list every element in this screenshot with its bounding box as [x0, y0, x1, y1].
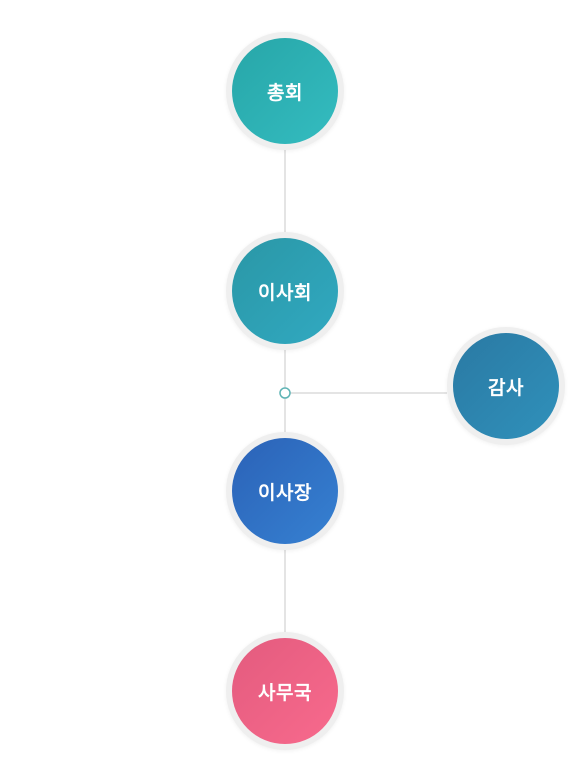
node-secretariat-label: 사무국: [232, 638, 338, 744]
node-auditor-label: 감사: [453, 333, 559, 439]
node-board-of-directors-label: 이사회: [232, 238, 338, 344]
node-general-assembly[interactable]: 총회: [226, 32, 344, 150]
node-chairman[interactable]: 이사장: [226, 432, 344, 550]
node-board-of-directors[interactable]: 이사회: [226, 232, 344, 350]
junction-dot: [279, 387, 291, 399]
node-general-assembly-label: 총회: [232, 38, 338, 144]
node-secretariat[interactable]: 사무국: [226, 632, 344, 750]
node-auditor[interactable]: 감사: [447, 327, 565, 445]
node-chairman-label: 이사장: [232, 438, 338, 544]
